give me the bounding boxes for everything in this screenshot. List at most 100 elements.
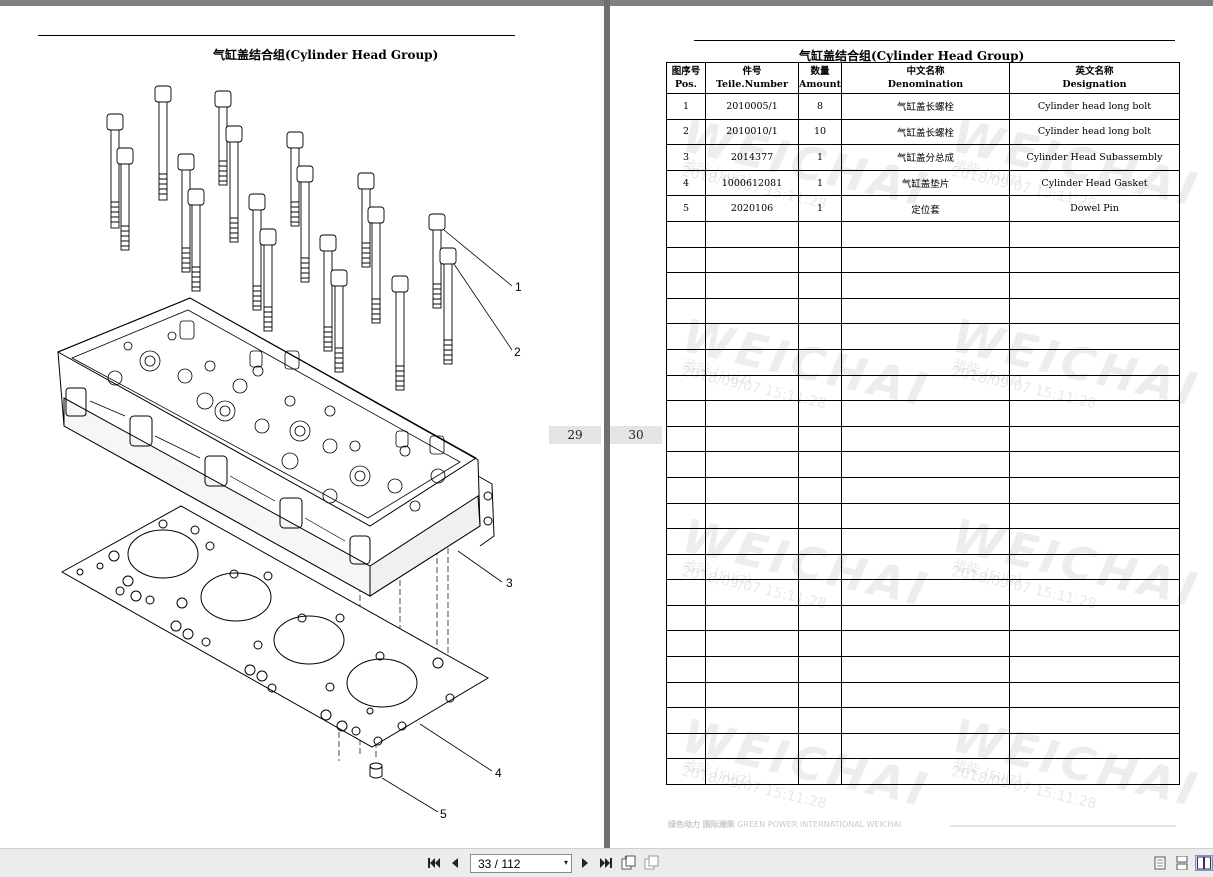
cell-part-number: 1000612081: [705, 169, 799, 197]
header-rule: [694, 40, 1175, 41]
table-row-empty: [666, 220, 1180, 248]
cell-designation: Cylinder Head Subassembly: [1008, 144, 1180, 171]
table-row-empty: [666, 604, 1180, 632]
table-cell-empty: [1008, 707, 1180, 734]
table-cell-empty: [705, 297, 799, 325]
table-cell-empty: [705, 220, 799, 248]
cell-denomination: 定位套: [840, 195, 1010, 222]
table-cell-empty: [666, 528, 706, 555]
table-cell-empty: [840, 400, 1010, 427]
table-cell-empty: [666, 400, 706, 427]
last-page-button[interactable]: [598, 855, 614, 871]
continuous-view-button[interactable]: [1174, 855, 1190, 871]
prev-page-button[interactable]: [447, 855, 463, 871]
table-cell-empty: [1008, 220, 1180, 248]
table-cell-empty: [798, 579, 842, 606]
table-cell-empty: [798, 323, 842, 350]
single-page-view-button[interactable]: [1152, 855, 1168, 871]
table-row-empty: [666, 758, 1180, 786]
table-row-empty: [666, 272, 1180, 299]
table-row-empty: [666, 323, 1180, 350]
table-row-empty: [666, 374, 1180, 402]
table-cell-empty: [705, 528, 799, 555]
callout-1: 1: [515, 280, 522, 294]
table-cell-empty: [1008, 348, 1180, 376]
table-cell-empty: [666, 425, 706, 453]
table-cell-empty: [705, 323, 799, 350]
table-row-empty: [666, 681, 1180, 709]
table-row-empty: [666, 528, 1180, 555]
table-cell-empty: [1008, 246, 1180, 274]
table-cell-empty: [666, 656, 706, 683]
table-cell-empty: [798, 246, 842, 274]
table-row-empty: [666, 297, 1180, 325]
table-cell-empty: [840, 348, 1010, 376]
table-row-empty: [666, 476, 1180, 504]
first-page-icon: [428, 858, 440, 868]
next-page-icon: [582, 858, 588, 868]
table-cell-empty: [666, 681, 706, 709]
go-forward-view-button[interactable]: [644, 855, 660, 871]
table-cell-empty: [798, 502, 842, 530]
table-cell-empty: [666, 553, 706, 581]
table-cell-empty: [705, 732, 799, 760]
table-cell-empty: [798, 476, 842, 504]
table-cell-empty: [798, 400, 842, 427]
go-back-view-button[interactable]: [621, 855, 637, 871]
cell-designation: Cylinder Head Gasket: [1008, 169, 1180, 197]
two-page-icon: [1197, 856, 1211, 870]
cell-amount: 1: [798, 195, 842, 222]
table-cell-empty: [840, 323, 1010, 350]
first-page-button[interactable]: [426, 855, 442, 871]
table-cell-empty: [666, 476, 706, 504]
cell-designation: Cylinder head long bolt: [1008, 118, 1180, 146]
table-cell-empty: [840, 272, 1010, 299]
table-cell-empty: [798, 528, 842, 555]
table-cell-empty: [1008, 374, 1180, 402]
table-cell-empty: [840, 707, 1010, 734]
table-cell-empty: [705, 502, 799, 530]
table-row: 1 2010005/1 8 气缸盖长螺栓 Cylinder head long …: [666, 93, 1180, 120]
go-back-view-icon: [621, 855, 636, 870]
header-rule: [38, 35, 515, 36]
table-cell-empty: [798, 348, 842, 376]
table-cell-empty: [798, 451, 842, 478]
table-cell-empty: [666, 374, 706, 402]
table-row: 2 2010010/1 10 气缸盖长螺栓 Cylinder head long…: [666, 118, 1180, 146]
page-number-left: 29: [549, 426, 601, 444]
table-cell-empty: [1008, 502, 1180, 530]
table-cell-empty: [798, 707, 842, 734]
go-forward-view-icon: [644, 855, 659, 870]
table-cell-empty: [705, 604, 799, 632]
table-cell-empty: [1008, 604, 1180, 632]
table-cell-empty: [840, 528, 1010, 555]
table-cell-empty: [1008, 297, 1180, 325]
table-row-empty: [666, 732, 1180, 760]
table-cell-empty: [666, 630, 706, 658]
table-cell-empty: [666, 348, 706, 376]
cell-amount: 8: [798, 93, 842, 120]
table-row-empty: [666, 553, 1180, 581]
cell-pos: 1: [666, 93, 706, 120]
table-cell-empty: [705, 553, 799, 581]
two-page-view-button[interactable]: [1195, 855, 1213, 871]
exploded-view-drawing: 1 2 3 4 5: [56, 85, 522, 821]
table-cell-empty: [798, 297, 842, 325]
table-cell-empty: [1008, 656, 1180, 683]
page-selector[interactable]: 33 / 112 ▾: [470, 854, 572, 873]
table-cell-empty: [705, 579, 799, 606]
table-cell-empty: [1008, 451, 1180, 478]
table-cell-empty: [666, 272, 706, 299]
viewer-toolbar: 33 / 112 ▾: [0, 848, 1213, 877]
table-cell-empty: [666, 579, 706, 606]
cell-denomination: 气缸盖垫片: [840, 169, 1010, 197]
next-page-button[interactable]: [577, 855, 593, 871]
table-row-empty: [666, 425, 1180, 453]
table-cell-empty: [840, 656, 1010, 683]
table-cell-empty: [840, 604, 1010, 632]
table-row: 3 2014377 1 气缸盖分总成 Cylinder Head Subasse…: [666, 144, 1180, 171]
table-cell-empty: [705, 246, 799, 274]
